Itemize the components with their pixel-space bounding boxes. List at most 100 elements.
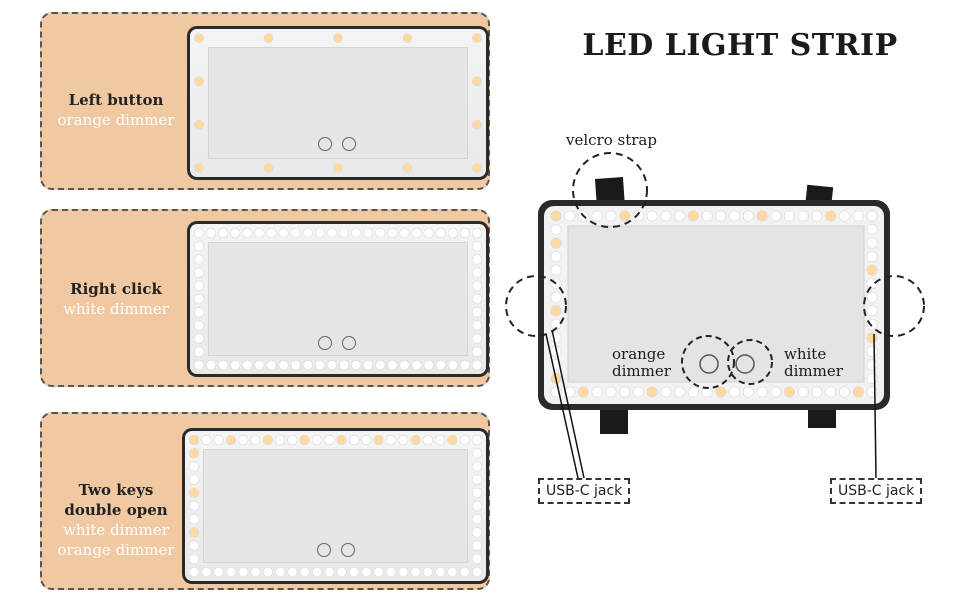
mode-subtitle: orange dimmer [57,111,175,129]
white-led-dot [435,359,446,371]
mixed-led-dot [299,434,310,446]
usb-left-pointer [545,333,579,479]
mirror-illustration [187,26,489,180]
white-led-dot [205,359,217,371]
orange-dimmer-callout-circle [681,335,735,389]
white-led-dot [218,359,229,371]
mixed-led-dot [434,566,446,578]
main-led-dot [866,291,878,303]
main-led-dot [866,251,878,263]
main-led-dot [742,386,754,398]
white-led-dot [471,254,483,265]
mixed-led-dot [373,434,384,446]
mixed-led-dot [238,434,249,446]
mixed-led-dot [471,514,483,525]
main-led-dot [715,210,727,222]
orange-led-dot [194,76,204,87]
mirror-glass [208,47,468,159]
white-led-dot [363,227,374,239]
mixed-led-dot [188,434,200,446]
mode-subtitle-line-2: orange dimmer [57,541,175,559]
white-led-dot [375,359,386,371]
main-led-dot [866,305,878,317]
orange-led-dot [194,163,204,173]
usb-right-callout-circle [863,275,925,337]
main-led-dot [605,210,617,222]
mixed-led-dot [238,566,249,578]
main-led-dot [839,210,851,222]
orange-led-dot [472,119,482,130]
white-led-dot [278,227,289,239]
white-led-dot [193,254,205,265]
white-led-dot [254,359,265,371]
mixed-led-dot [287,566,298,578]
white-led-dot [471,346,483,357]
main-led-dot [619,386,631,398]
main-led-dot [632,210,644,222]
orange-dimmer-label-line-2: dimmer [612,362,671,380]
usb-c-jack-left-label: USB-C jack [538,478,631,504]
white-led-dot [471,241,483,252]
mixed-led-dot [410,566,421,578]
orange-led-dot [194,119,204,130]
mixed-led-dot [471,434,483,446]
mixed-led-dot [213,566,224,578]
main-led-dot [811,386,823,398]
orange-led-dot [402,163,413,173]
white-led-dot [242,359,253,371]
white-led-dot [471,293,483,305]
white-led-dot [302,359,313,371]
usb-left-callout-circle [505,275,567,337]
main-led-dot [797,210,809,222]
mixed-led-dot [188,514,200,525]
velcro-callout-circle [572,152,648,228]
right-button-icon [735,354,755,374]
main-led-dot [729,210,741,222]
usb-left-pointer-2 [551,329,585,479]
white-led-dot [471,307,483,318]
mode-subtitle-line-1: white dimmer [63,521,169,539]
mixed-led-dot [459,434,470,446]
mixed-led-dot [188,527,200,538]
white-led-dot [459,359,471,371]
mixed-led-dot [299,566,310,578]
white-led-dot [242,227,253,239]
main-led-dot [564,210,576,222]
white-led-dot [351,227,362,239]
mixed-led-dot [348,566,360,578]
white-led-dot [447,227,458,239]
mixed-led-dot [225,434,237,446]
white-led-dot [411,227,422,239]
mirror-glass [208,242,468,356]
white-led-dot [471,280,483,291]
led-dots [550,210,878,398]
mixed-led-dot [471,527,483,538]
main-led-dot [591,386,603,398]
main-led-dot [866,359,878,371]
main-led-dot [866,210,878,222]
main-led-dot [839,386,851,398]
white-led-dot [387,359,398,371]
mixed-led-dot [447,566,458,578]
white-dimmer-label-line-1: white [784,345,827,363]
mode-label: Right click white dimmer [42,279,190,319]
main-led-dot [550,305,562,317]
mode-title: Right click [70,280,162,298]
mixed-led-dot [311,434,323,446]
right-button-icon [342,137,356,151]
mini-led-layer [194,33,482,173]
mirror-glass [203,449,468,563]
left-button-icon [318,137,332,151]
orange-led-dot [472,163,482,173]
main-led-dot [784,386,796,398]
main-led-dot [756,386,768,398]
white-led-dot [411,359,422,371]
white-led-dot [471,320,483,331]
white-led-dot [266,359,277,371]
white-led-dot [338,359,350,371]
main-led-dot [701,210,713,222]
white-led-dot [278,359,289,371]
main-led-dot [756,210,768,222]
mixed-led-dot [188,487,200,498]
